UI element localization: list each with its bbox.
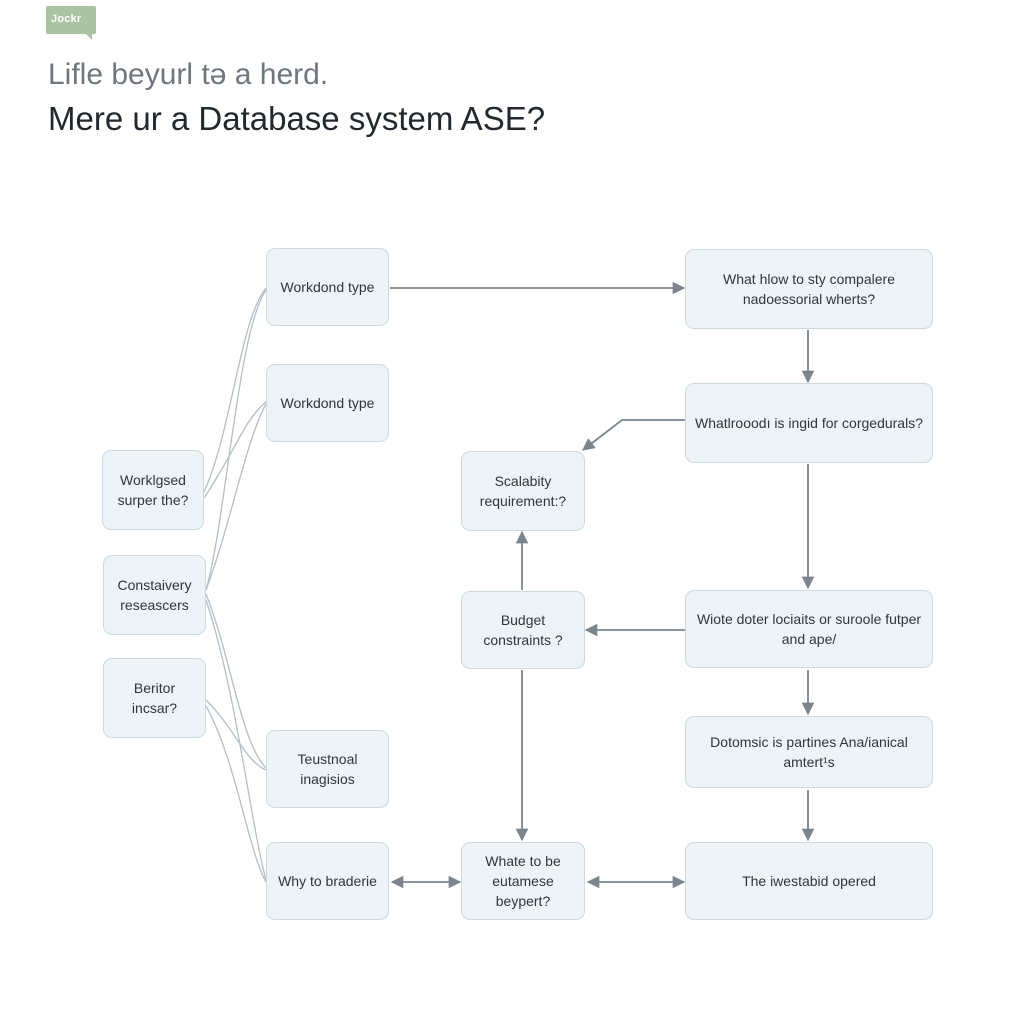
curve-connector (205, 403, 267, 591)
node-beritor[interactable]: Beritor incsar? (103, 658, 206, 738)
curve-connector (205, 599, 267, 881)
node-what-hlow[interactable]: What hlow to sty compalere nadoessorial … (685, 249, 933, 329)
node-label: Wiote doter lociaits or suroole futper a… (696, 610, 922, 647)
node-label: Why to braderie (278, 872, 377, 889)
node-dotomsic[interactable]: Dotomsic is partines Ana/ianical amtert¹… (685, 716, 933, 788)
node-constaivery[interactable]: Constaivery reseascers (103, 555, 206, 635)
node-label: Beritor incsar? (131, 679, 178, 716)
node-workload-super[interactable]: Worklgsed surper the? (102, 450, 204, 530)
node-label: Dotomsic is partines Ana/ianical amtert¹… (710, 733, 908, 770)
node-label: Teustnoal inagisios (297, 750, 358, 787)
node-teustnoal[interactable]: Teustnoal inagisios (266, 730, 389, 808)
node-label: Whate to be eutamese beypert? (485, 852, 561, 910)
curve-connector (205, 705, 267, 883)
node-why-to[interactable]: Why to braderie (266, 842, 389, 920)
node-what-iroood[interactable]: Whatlrooodı is ingid for corgedurals? (685, 383, 933, 463)
brand-logo: Jockr (46, 6, 96, 40)
node-label: Constaivery reseascers (117, 576, 192, 613)
page-title: Mere ur a Database system ASE? (48, 100, 546, 137)
curve-connector (205, 699, 267, 771)
node-budget[interactable]: Budget constraints ? (461, 591, 585, 669)
node-label: The iwestabid opered (742, 872, 876, 889)
node-workload-type-1[interactable]: Workdond type (266, 248, 389, 326)
curve-connector (203, 401, 267, 499)
node-scalability[interactable]: Scalabity requirement:? (461, 451, 585, 531)
node-label: Workdond type (280, 278, 375, 295)
node-label: Budget constraints ? (483, 611, 563, 648)
curve-connector (205, 593, 267, 769)
curve-connector (205, 289, 267, 591)
node-wiote-doter[interactable]: Wiote doter lociaits or suroole futper a… (685, 590, 933, 668)
node-label: Worklgsed surper the? (117, 471, 189, 508)
node-whate-to-be[interactable]: Whate to be eutamese beypert? (461, 842, 585, 920)
node-the-iwestabid[interactable]: The iwestabid opered (685, 842, 933, 920)
page-subtitle: Lifle beyurl tə a herd. (48, 58, 329, 91)
curve-connector (203, 287, 267, 493)
arrow-whatiroood-to-scalability (582, 419, 686, 451)
node-workload-type-2[interactable]: Workdond type (266, 364, 389, 442)
node-label: Workdond type (280, 394, 375, 411)
node-label: Whatlrooodı is ingid for corgedurals? (694, 414, 923, 431)
node-label: Scalabity requirement:? (479, 472, 567, 509)
node-label: What hlow to sty compalere nadoessorial … (723, 270, 895, 307)
